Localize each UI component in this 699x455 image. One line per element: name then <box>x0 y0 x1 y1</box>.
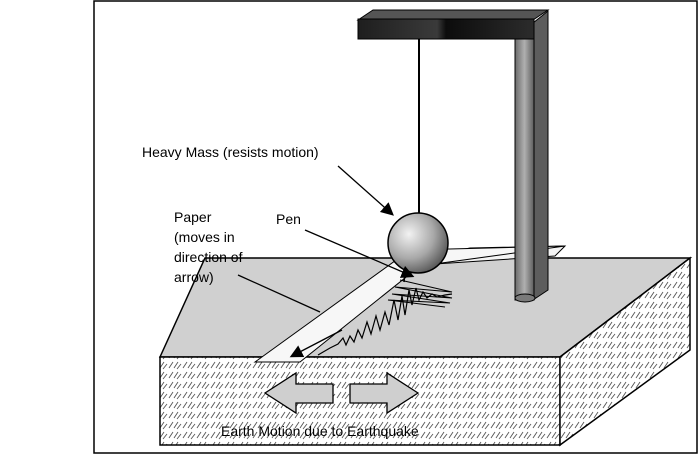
seismogram-trace <box>317 287 453 356</box>
paper-pointer-line <box>237 274 321 313</box>
support-pillar <box>514 22 535 301</box>
earth-motion-label: Earth Motion due to Earthquake <box>221 423 419 439</box>
pen-label: Pen <box>276 211 301 227</box>
support-arm <box>357 18 535 40</box>
mass-pointer-arrow <box>337 165 394 216</box>
paper-label-line-2: (moves in <box>174 229 235 245</box>
ground-right-face <box>559 256 691 447</box>
pillar-base <box>514 293 536 303</box>
heavy-mass <box>387 212 449 274</box>
seismogram-zigzag <box>387 279 453 308</box>
paper-label-line-1: Paper <box>174 209 212 225</box>
left-arrow-icon <box>263 371 334 415</box>
support-pillar-side <box>532 9 549 301</box>
paper-label-line-4: arrow) <box>174 269 214 285</box>
right-arrow-icon <box>349 371 420 415</box>
paper-label-line-3: direction of <box>174 249 243 265</box>
pen-pointer-arrow <box>304 229 415 278</box>
paper-strip-body <box>253 245 566 363</box>
paper-motion-arrow <box>289 329 343 358</box>
heavy-mass-label: Heavy Mass (resists motion) <box>142 144 319 160</box>
